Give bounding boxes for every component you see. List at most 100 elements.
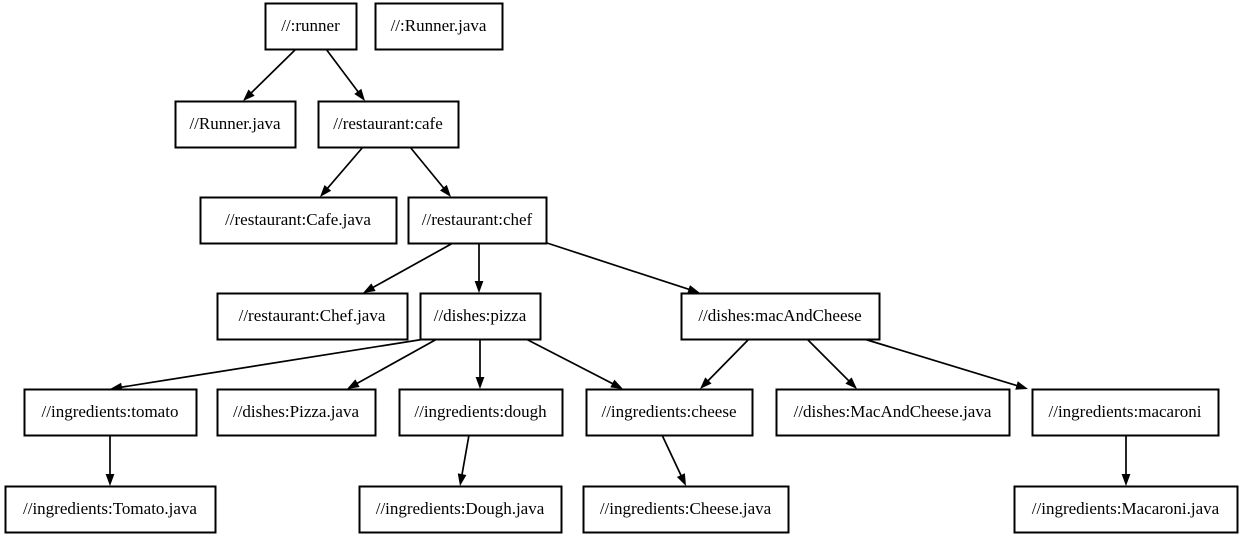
node-box[interactable]: [4, 485, 217, 534]
node-label: //ingredients:Macaroni.java: [1032, 499, 1220, 518]
graph-node-restaurant_cafe_java[interactable]: //restaurant:Cafe.java: [199, 196, 398, 245]
node-box[interactable]: [199, 196, 398, 245]
graph-node-ingredients_tomato_java[interactable]: //ingredients:Tomato.java: [4, 485, 217, 534]
node-box[interactable]: [174, 100, 297, 149]
node-label: //dishes:pizza: [434, 306, 527, 325]
graph-node-restaurant_cafe[interactable]: //restaurant:cafe: [317, 100, 460, 149]
graph-node-restaurant_chef[interactable]: //restaurant:chef: [407, 196, 548, 245]
edge-ingredients_cheese-to-ingredients_cheese_java: [661, 434, 686, 486]
graph-node-ingredients_macaroni_java[interactable]: //ingredients:Macaroni.java: [1013, 485, 1239, 534]
graph-node-dishes_pizza[interactable]: //dishes:pizza: [419, 292, 542, 341]
edge-arrowhead-icon: [1121, 474, 1131, 486]
edge-arrowhead-icon: [845, 377, 857, 389]
edge-arrowhead-icon: [676, 473, 686, 486]
edge-arrowhead-icon: [320, 185, 332, 197]
edge-ingredients_dough-to-ingredients_dough_java: [457, 434, 470, 486]
edge-line: [325, 48, 360, 94]
edge-line: [326, 146, 364, 190]
edge-arrowhead-icon: [363, 283, 376, 293]
graph-node-dishes_macandcheese[interactable]: //dishes:macAndCheese: [680, 292, 881, 341]
node-box[interactable]: [398, 388, 564, 437]
edge-dishes_macandcheese-to-dishes_macandcheese_java: [806, 338, 857, 389]
edge-dishes_macandcheese-to-ingredients_cheese: [700, 338, 750, 389]
graph-node-ingredients_macaroni[interactable]: //ingredients:macaroni: [1031, 388, 1220, 437]
graph-node-ingredients_tomato[interactable]: //ingredients:tomato: [23, 388, 198, 437]
node-box[interactable]: [317, 100, 460, 149]
edge-dishes_pizza-to-ingredients_cheese: [525, 338, 623, 389]
edge-dishes_macandcheese-to-ingredients_macaroni: [863, 338, 1028, 390]
edge-line: [706, 338, 750, 383]
edge-line: [460, 434, 470, 476]
node-label: //dishes:macAndCheese: [698, 306, 861, 325]
nodes-layer: //:runner //:Runner.java //Runner.java //re…: [4, 2, 1239, 534]
node-box[interactable]: [582, 485, 790, 534]
node-label: //restaurant:chef: [422, 210, 533, 229]
node-label: //ingredients:cheese: [601, 402, 736, 421]
node-label: //restaurant:cafe: [333, 114, 443, 133]
node-label: //Runner.java: [189, 114, 281, 133]
node-label: //ingredients:Tomato.java: [23, 499, 197, 518]
graph-node-runner[interactable]: //:runner: [264, 2, 358, 51]
edges-layer: [105, 48, 1131, 486]
edge-arrowhead-icon: [105, 474, 115, 486]
node-box[interactable]: [23, 388, 198, 437]
node-box[interactable]: [358, 485, 563, 534]
graph-node-dishes_pizza_java[interactable]: //dishes:Pizza.java: [216, 388, 377, 437]
node-label: //:runner: [281, 16, 340, 35]
node-box[interactable]: [680, 292, 881, 341]
edge-dishes_pizza-to-ingredients_tomato: [110, 338, 426, 392]
edge-arrowhead-icon: [687, 285, 700, 294]
node-label: //:Runner.java: [391, 16, 487, 35]
edge-line: [806, 338, 851, 383]
edge-line: [355, 338, 438, 385]
edge-runner-to-runner_java: [243, 48, 297, 101]
edge-restaurant_chef-to-dishes_macandcheese: [546, 242, 700, 294]
graph-node-ingredients_cheese[interactable]: //ingredients:cheese: [585, 388, 754, 437]
edge-arrowhead-icon: [474, 281, 484, 293]
edge-arrowhead-icon: [700, 377, 712, 389]
node-box[interactable]: [264, 2, 358, 51]
node-box[interactable]: [407, 196, 548, 245]
node-label: //ingredients:tomato: [42, 402, 179, 421]
edge-restaurant_chef-to-restaurant_chef_java: [363, 242, 454, 293]
graph-node-restaurant_chef_java[interactable]: //restaurant:Chef.java: [216, 292, 409, 341]
graph-node-ingredients_dough_java[interactable]: //ingredients:Dough.java: [358, 485, 563, 534]
node-box[interactable]: [1031, 388, 1220, 437]
node-box[interactable]: [419, 292, 542, 341]
graph-node-ingredients_cheese_java[interactable]: //ingredients:Cheese.java: [582, 485, 790, 534]
node-label: //ingredients:Cheese.java: [600, 499, 772, 518]
edge-restaurant_cafe-to-restaurant_chef: [409, 146, 451, 197]
edge-arrowhead-icon: [439, 184, 451, 197]
edge-ingredients_macaroni-to-ingredients_macaroni_java: [1121, 435, 1131, 486]
node-label: //ingredients:Dough.java: [376, 499, 545, 518]
node-box[interactable]: [374, 2, 504, 51]
edge-dishes_pizza-to-ingredients_dough: [475, 339, 485, 389]
node-label: //dishes:Pizza.java: [233, 402, 360, 421]
edge-line: [371, 242, 454, 289]
edge-arrowhead-icon: [1015, 381, 1028, 390]
graph-node-runner_java[interactable]: //Runner.java: [174, 100, 297, 149]
node-box[interactable]: [216, 388, 377, 437]
graph-node-ingredients_dough[interactable]: //ingredients:dough: [398, 388, 564, 437]
node-label: //restaurant:Chef.java: [239, 306, 386, 325]
node-box[interactable]: [216, 292, 409, 341]
graph-node-dishes_macandcheese_java[interactable]: //dishes:MacAndCheese.java: [775, 388, 1011, 437]
node-box[interactable]: [1013, 485, 1239, 534]
edge-line: [546, 242, 691, 291]
node-box[interactable]: [585, 388, 754, 437]
edge-arrowhead-icon: [475, 377, 485, 389]
node-label: //ingredients:macaroni: [1049, 402, 1202, 421]
node-label: //dishes:MacAndCheese.java: [794, 402, 992, 421]
node-box[interactable]: [775, 388, 1011, 437]
node-label: //ingredients:dough: [414, 402, 547, 421]
edge-line: [249, 48, 297, 95]
edge-line: [863, 338, 1019, 387]
graph-node-runner_java_root[interactable]: //:Runner.java: [374, 2, 504, 51]
edge-line: [525, 338, 615, 385]
edge-line: [120, 338, 426, 389]
edge-line: [661, 434, 683, 477]
node-label: //restaurant:Cafe.java: [225, 210, 371, 229]
edge-restaurant_chef-to-dishes_pizza: [474, 243, 484, 293]
edge-restaurant_cafe-to-restaurant_cafe_java: [320, 146, 364, 197]
